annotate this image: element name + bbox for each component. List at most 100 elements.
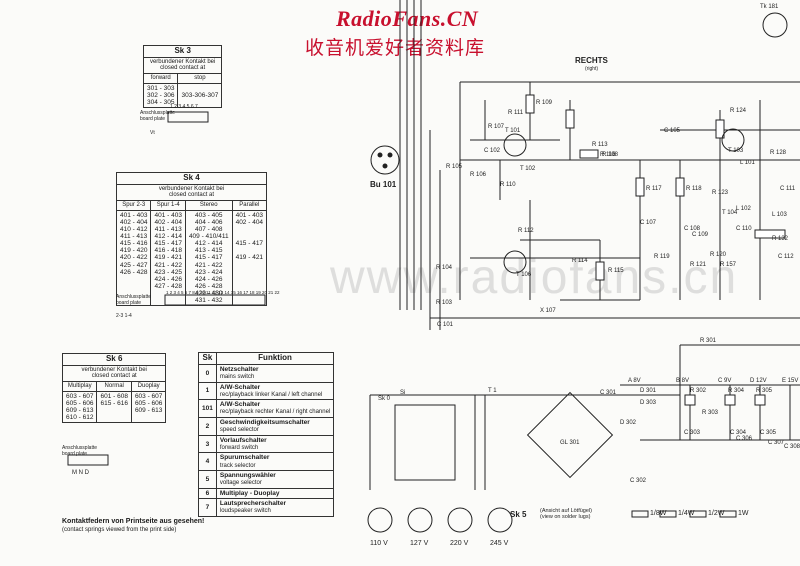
- funktion-row-num: 2: [198, 417, 217, 436]
- watermark: www.radiofans.cn: [330, 251, 739, 304]
- sk6-pin-label: Anschlussplatte board plate: [62, 445, 98, 457]
- funktion-row-num: 5: [198, 470, 217, 489]
- brand-subtitle: 收音机爱好者资料库: [305, 38, 486, 59]
- sk4-col: 401 - 403 402 - 404 415 - 417 419 - 421: [231, 209, 268, 307]
- component-label: R 105: [446, 164, 463, 170]
- component-label: T 102: [520, 166, 536, 172]
- sk6-subtitle-en: closed contact at: [91, 373, 137, 380]
- component-label: R 110: [500, 182, 516, 188]
- component-label: R 113: [592, 142, 608, 148]
- component-label: R 120: [710, 252, 727, 258]
- sk6-subtitle: verbundener Kontakt bei: [81, 366, 147, 373]
- contacts-note: Kontaktfedern von Printseite aus gesehen…: [62, 518, 205, 525]
- rail-label: A 8V: [628, 378, 641, 384]
- funktion-row-num: 1: [198, 381, 217, 401]
- voltage-selector-label: 127 V: [410, 540, 429, 547]
- component-label: R 114: [572, 258, 588, 264]
- legend-resistor: 1W: [738, 510, 749, 517]
- rail-label: C 9V: [718, 378, 732, 384]
- sk6-title: Sk 6: [61, 353, 167, 366]
- sk4-header: Spur 2-3: [115, 200, 152, 211]
- power-component-label: C 305: [760, 430, 777, 436]
- power-component-label: T 1: [488, 388, 497, 394]
- funktion-row-num: 4: [198, 452, 217, 472]
- component-label: C 111: [780, 186, 796, 192]
- component-label: R 104: [436, 265, 453, 271]
- sk3-subtitle: verbundener Kontakt bei: [149, 58, 216, 65]
- component-label: C 101: [437, 322, 454, 328]
- component-label: T 104: [722, 210, 738, 216]
- component-label: T 101: [505, 128, 521, 134]
- voltage-selector-label: 245 V: [490, 540, 509, 547]
- component-label: C 110: [736, 226, 752, 232]
- sk6-header: Duoplay: [130, 381, 167, 392]
- sk4-col: 401 - 403 402 - 404 411 - 413 412 - 414 …: [150, 209, 186, 307]
- component-label: R 109: [536, 100, 553, 106]
- power-component-label: D 302: [620, 420, 637, 426]
- component-label: R 103: [436, 300, 453, 306]
- power-component-label: R 304: [728, 388, 745, 394]
- power-component-label: C 308: [784, 444, 800, 450]
- funktion-row: Multiplay - Duoplay: [215, 487, 335, 500]
- power-component-label: D 301: [640, 388, 657, 394]
- legend-resistor: 1/8W: [650, 510, 667, 517]
- power-component-label: C 304: [730, 430, 747, 436]
- sk3-pin-numbers: 1 2 3 4 5 6 7: [170, 104, 198, 110]
- component-label: C 107: [640, 220, 657, 226]
- sk6-pin-corner: M N D: [72, 470, 89, 476]
- component-label: R 116: [600, 152, 616, 158]
- component-label: X 107: [540, 308, 556, 314]
- component-label: R 124: [730, 108, 747, 114]
- power-component-label: R 303: [702, 410, 719, 416]
- rail-label: B 8V: [676, 378, 690, 384]
- power-component-label: Sk 0: [378, 396, 391, 402]
- sk3-subtitle-en: closed contact at: [160, 65, 206, 72]
- component-label: L 102: [736, 206, 751, 212]
- bu101-label: Bu 101: [370, 180, 397, 189]
- sk4-subtitle-en: closed contact at: [169, 192, 215, 199]
- component-label: R 157: [720, 262, 737, 268]
- power-component-label: C 301: [600, 390, 617, 396]
- rechts-sub: (right): [585, 66, 599, 72]
- power-component-label: C 303: [684, 430, 701, 436]
- component-label: C 108: [684, 226, 701, 232]
- sk3-title: Sk 3: [142, 45, 223, 58]
- power-component-label: D 303: [640, 400, 657, 406]
- component-label: T 103: [728, 148, 744, 154]
- voltage-selector-label: 110 V: [370, 540, 388, 547]
- sk3-pin-corner: Vt: [150, 130, 155, 136]
- component-label: R 115: [608, 268, 624, 274]
- sk3-col-stop: stop: [177, 73, 223, 84]
- sk4-header: Stereo: [184, 200, 233, 211]
- funktion-row-num: 6: [198, 487, 217, 500]
- component-label: R 106: [470, 172, 487, 178]
- component-label: T 106: [516, 272, 532, 278]
- component-label: C 102: [484, 148, 501, 154]
- component-label: R 119: [654, 254, 670, 260]
- component-label: C 109: [692, 232, 709, 238]
- legend-resistor: 1/2W: [708, 510, 725, 517]
- power-component-label: C 307: [768, 440, 785, 446]
- component-label: R 123: [712, 190, 729, 196]
- power-component-label: R 305: [756, 388, 773, 394]
- component-label: R 128: [770, 150, 787, 156]
- power-component-label: R 302: [690, 388, 707, 394]
- sk3-col-forward: forward: [142, 73, 179, 84]
- sk4-pin-label: Anschlussplatte board plate: [116, 294, 152, 306]
- power-component-label: GL 301: [560, 440, 580, 446]
- sk4-col: 401 - 403 402 - 404 410 - 412 411 - 413 …: [115, 209, 152, 307]
- sk6-col: 601 - 608 615 - 616: [96, 390, 132, 424]
- funktion-row-num: 0: [198, 363, 217, 383]
- component-label: R 117: [646, 186, 662, 192]
- sk6-col: 603 - 607 605 - 606 609 - 613: [130, 390, 167, 424]
- power-component-label: R 301: [700, 338, 717, 344]
- component-label: R 107: [488, 124, 505, 130]
- sk6-header: Normal: [96, 381, 132, 392]
